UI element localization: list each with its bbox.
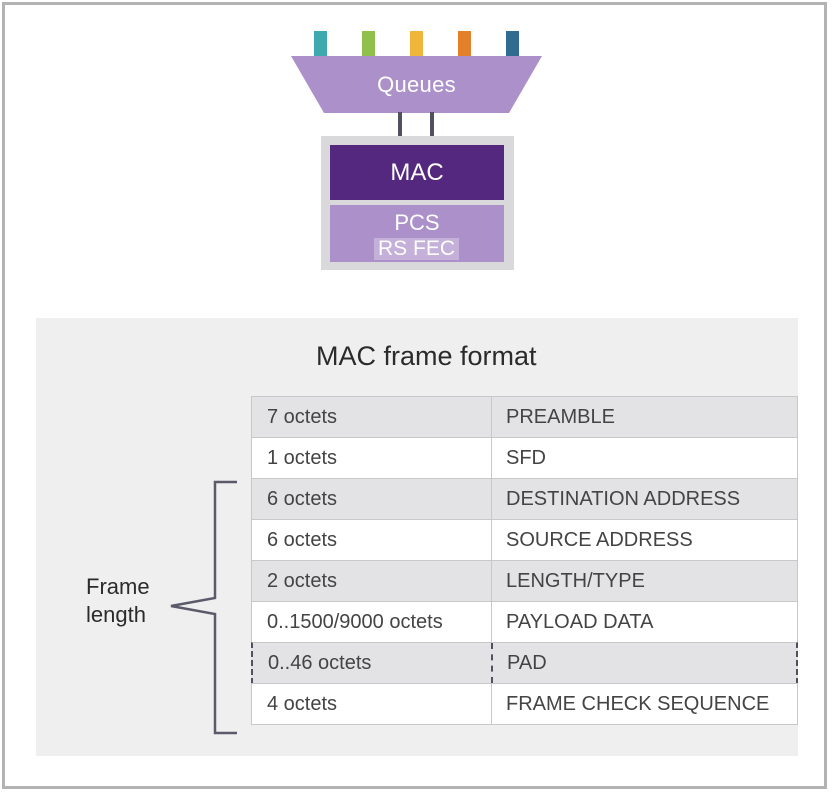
field-cell: LENGTH/TYPE (506, 570, 645, 592)
frame-length-label: Frame length (86, 573, 150, 629)
octets-cell: 1 octets (267, 447, 338, 469)
table-row-destination-address: 6 octets DESTINATION ADDRESS (251, 478, 798, 520)
octets-cell: 0..1500/9000 octets (267, 611, 443, 633)
column-divider (491, 643, 494, 683)
field-cell: FRAME CHECK SEQUENCE (506, 693, 770, 715)
queue-bar-1 (314, 31, 327, 57)
table-row-length-type: 2 octets LENGTH/TYPE (251, 560, 798, 602)
column-divider (491, 397, 492, 437)
column-divider (491, 561, 492, 601)
queue-bar-2 (362, 31, 375, 57)
frame-length-brace (170, 480, 237, 735)
queues-trapezoid (291, 56, 542, 113)
queue-bar-3 (410, 31, 423, 57)
connector-line-left (398, 112, 402, 137)
table-row-source-address: 6 octets SOURCE ADDRESS (251, 519, 798, 561)
octets-cell: 6 octets (267, 529, 338, 551)
pcs-label: PCS (394, 210, 440, 235)
column-divider (491, 602, 492, 642)
frame-length-label-line2: length (86, 602, 146, 627)
mac-block: MAC (330, 145, 504, 200)
field-cell: PREAMBLE (506, 406, 615, 428)
octets-cell: 6 octets (267, 488, 338, 510)
queue-bar-5 (506, 31, 519, 57)
field-cell: PAD (507, 652, 547, 674)
frame-format-table: 7 octets PREAMBLE 1 octets SFD 6 octets … (251, 396, 798, 725)
field-cell: PAYLOAD DATA (506, 611, 654, 633)
octets-cell: 7 octets (267, 406, 338, 428)
column-divider (491, 438, 492, 478)
frame-length-label-line1: Frame (86, 574, 150, 599)
table-row-pad: 0..46 octets PAD (251, 642, 798, 684)
rs-fec-label: RS FEC (374, 238, 460, 260)
column-divider (491, 684, 492, 724)
connector-line-right (430, 112, 434, 137)
table-row-frame-check-sequence: 4 octets FRAME CHECK SEQUENCE (251, 683, 798, 725)
field-cell: SFD (506, 447, 546, 469)
column-divider (491, 520, 492, 560)
octets-cell: 0..46 octets (268, 652, 372, 674)
frame-format-title: MAC frame format (316, 341, 537, 371)
queues-label: Queues (377, 71, 456, 97)
table-row-sfd: 1 octets SFD (251, 437, 798, 479)
column-divider (491, 479, 492, 519)
octets-cell: 2 octets (267, 570, 338, 592)
table-row-preamble: 7 octets PREAMBLE (251, 396, 798, 438)
pcs-block: PCS RS FEC (330, 205, 504, 262)
table-row-payload-data: 0..1500/9000 octets PAYLOAD DATA (251, 601, 798, 643)
field-cell: DESTINATION ADDRESS (506, 488, 741, 510)
queue-bar-4 (458, 31, 471, 57)
octets-cell: 4 octets (267, 693, 338, 715)
field-cell: SOURCE ADDRESS (506, 529, 693, 551)
